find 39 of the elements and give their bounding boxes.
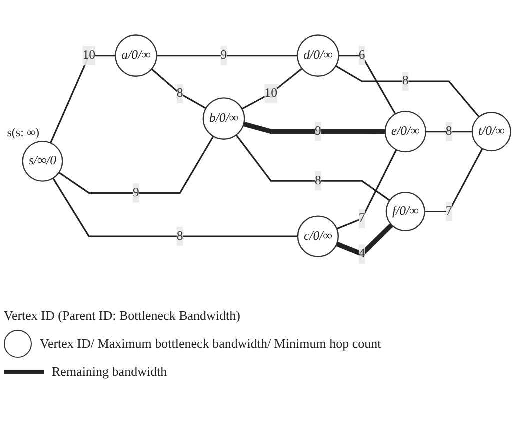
edge-label: 8 — [446, 125, 452, 139]
connector — [424, 148, 484, 214]
edge-label: 8 — [402, 74, 409, 88]
connector — [156, 55, 298, 58]
node-circle: e/0/∞ — [384, 111, 426, 154]
legend-text: Remaining bandwidth — [52, 364, 168, 380]
legend-text: Vertex ID (Parent ID: Bottleneck Bandwidth) — [4, 308, 240, 324]
node-circle: s/∞/0 — [22, 141, 64, 182]
node-circle: c/0/∞ — [297, 216, 340, 258]
connector — [338, 55, 396, 116]
vertex-annotation: s(s: ∞) — [7, 126, 40, 140]
legend-text: Vertex ID/ Maximum bottleneck bandwidth/ Minimum hop count — [40, 336, 382, 352]
edge-label: 9 — [133, 186, 140, 200]
connector — [242, 68, 303, 110]
connector — [336, 150, 398, 230]
edge-label: 8 — [176, 230, 184, 244]
edge-label: 7 — [358, 212, 366, 226]
node-circle: f/0/∞ — [386, 192, 426, 232]
connector — [52, 178, 298, 238]
node-circle: d/0/∞ — [297, 35, 340, 78]
connector — [151, 69, 206, 110]
connector — [236, 135, 390, 202]
connector — [50, 55, 116, 144]
connector — [336, 66, 480, 118]
edge-label: 9 — [314, 124, 322, 139]
edge-label: 7 — [446, 204, 452, 219]
edge-label: 10 — [264, 86, 278, 101]
connector — [58, 136, 214, 194]
edge-label: 4 — [358, 247, 366, 262]
connector — [243, 122, 386, 135]
node-circle: a/0/∞ — [115, 35, 158, 78]
edge-label: 10 — [82, 49, 96, 63]
edge-label: 6 — [358, 49, 366, 63]
edge-label: 9 — [220, 49, 228, 63]
connector — [426, 131, 472, 134]
node-circle: b/0/∞ — [202, 98, 246, 140]
node-circle: t/0/∞ — [472, 112, 512, 152]
edge-label: 8 — [314, 174, 322, 188]
edge-label: 8 — [176, 87, 184, 101]
